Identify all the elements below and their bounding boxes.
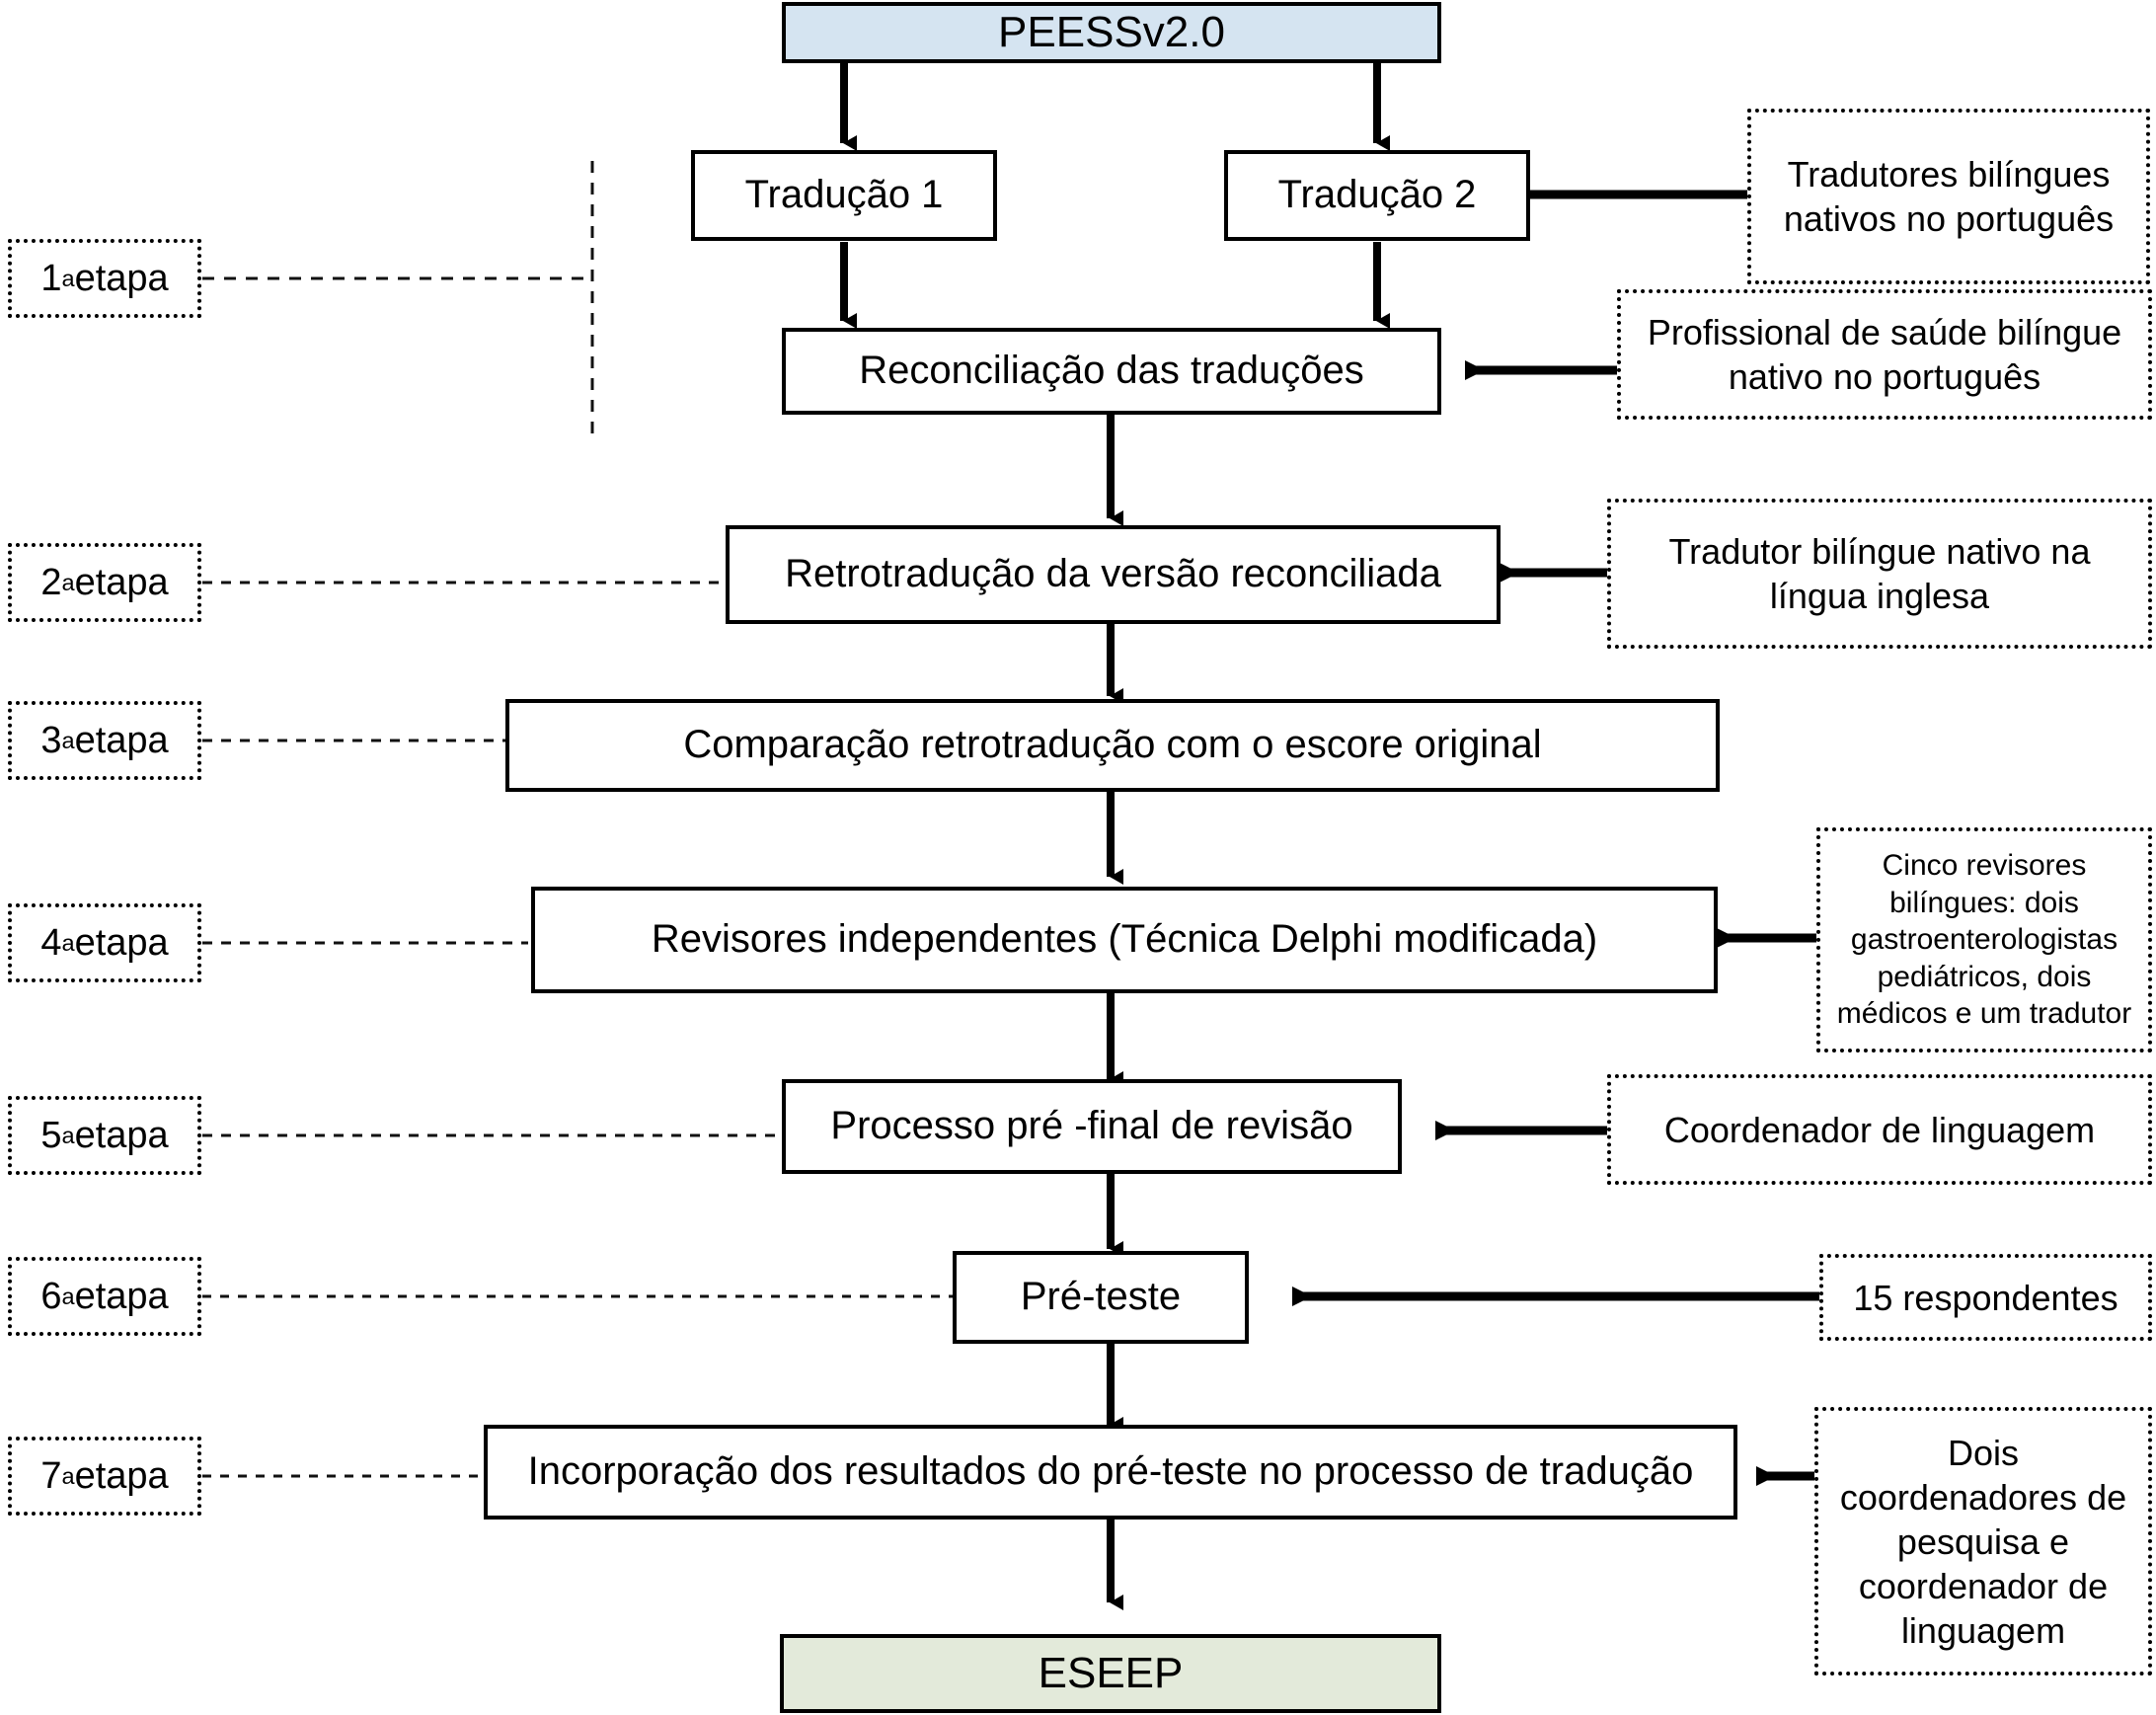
annotation-language-coordinator: Coordenador de linguagem [1607, 1074, 2152, 1185]
node-comparison: Comparação retrotradução com o escore or… [505, 699, 1720, 792]
stage-2-number: 2 [40, 561, 62, 603]
node-reconciliation: Reconciliação das traduções [782, 328, 1441, 415]
node-final-result: ESEEP [780, 1634, 1441, 1713]
stage-3-suffix: etapa [74, 719, 169, 761]
stage-2-suffix: etapa [74, 561, 169, 603]
node-prefinal-revision: Processo pré -final de revisão [782, 1079, 1402, 1174]
annotation-bilingual-translators: Tradutores bilíngues nativos no portuguê… [1747, 109, 2150, 284]
stage-6-number: 6 [40, 1275, 62, 1317]
stage-4-suffix: etapa [74, 921, 169, 964]
stage-7-suffix: etapa [74, 1454, 169, 1497]
node-incorporation: Incorporação dos resultados do pré-teste… [484, 1425, 1737, 1520]
node-translation-1: Tradução 1 [691, 150, 997, 241]
annotation-two-coordinators: Dois coordenadores de pesquisa e coorden… [1814, 1407, 2152, 1676]
annotation-five-reviewers: Cinco revisores bilíngues: dois gastroen… [1816, 827, 2152, 1052]
annotation-back-translator: Tradutor bilíngue nativo na língua ingle… [1607, 499, 2152, 649]
node-back-translation: Retrotradução da versão reconciliada [726, 525, 1501, 624]
node-pretest: Pré-teste [953, 1251, 1249, 1344]
stage-6-suffix: etapa [74, 1275, 169, 1317]
stage-5-number: 5 [40, 1114, 62, 1156]
stage-1-suffix: etapa [74, 257, 169, 299]
stage-3-number: 3 [40, 719, 62, 761]
node-source-instrument: PEESSv2.0 [782, 2, 1441, 63]
annotation-respondents: 15 respondentes [1819, 1254, 2152, 1341]
stage-5-suffix: etapa [74, 1114, 169, 1156]
annotation-health-professional: Profissional de saúde bilíngue nativo no… [1617, 289, 2152, 420]
stage-4-number: 4 [40, 921, 62, 964]
node-translation-2: Tradução 2 [1224, 150, 1530, 241]
stage-7-number: 7 [40, 1454, 62, 1497]
node-independent-reviewers: Revisores independentes (Técnica Delphi … [531, 887, 1718, 993]
stage-1-number: 1 [40, 257, 62, 299]
